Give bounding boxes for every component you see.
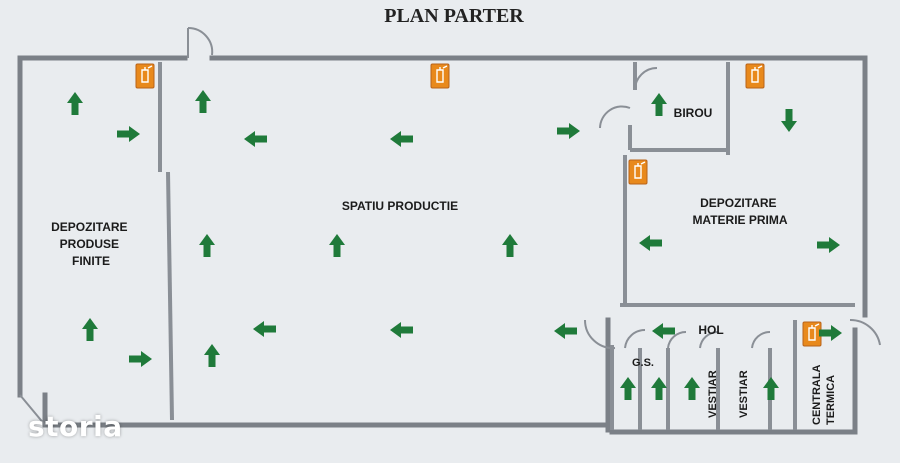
exit-arrow-icon (129, 351, 152, 367)
exit-arrow-icon (684, 377, 700, 400)
room-label-vestiar-1: VESTIAR (707, 370, 719, 418)
room-label-hol: HOL (698, 323, 723, 337)
exit-arrow-icon (390, 131, 413, 147)
exit-arrow-icon (819, 325, 842, 341)
interior-walls (158, 62, 881, 430)
room-label-gs: G.S. (632, 357, 654, 369)
exit-arrow-icon (82, 318, 98, 341)
fire-extinguisher-icon (135, 63, 155, 89)
exit-arrow-icon (117, 126, 140, 142)
fire-extinguisher-icon (802, 321, 822, 347)
exit-arrow-icon (199, 234, 215, 257)
fire-extinguisher-icon (430, 63, 450, 89)
exit-arrow-icon (781, 109, 797, 132)
room-label-depozitare-produse: DEPOZITARE PRODUSE FINITE (51, 220, 131, 268)
fire-extinguisher-icon (628, 159, 648, 185)
exit-arrow-icon (620, 377, 636, 400)
exit-arrow-icon (204, 344, 220, 367)
exit-arrow-icon (652, 323, 675, 339)
exit-arrow-icon (651, 377, 667, 400)
room-label-spatiu-productie: SPATIU PRODUCTIE (342, 199, 458, 213)
exit-arrow-icon (502, 234, 518, 257)
plan-title: PLAN PARTER (384, 5, 524, 27)
room-label-centrala: CENTRALA TERMICA (811, 362, 837, 425)
exit-arrow-icon (244, 131, 267, 147)
exit-arrow-icon (651, 93, 667, 116)
exit-arrow-icon (195, 90, 211, 113)
outer-walls (17, 55, 868, 435)
exit-arrow-icon (557, 123, 580, 139)
exit-arrow-icon (763, 377, 779, 400)
room-label-birou: BIROU (674, 106, 713, 120)
entrance-door (187, 26, 214, 58)
fire-extinguisher-icon (745, 63, 765, 89)
exit-arrow-icon (67, 92, 83, 115)
exit-arrow-icon (390, 322, 413, 338)
exit-arrow-icon (554, 323, 577, 339)
exit-arrow-icon (817, 237, 840, 253)
exit-arrow-icon (329, 234, 345, 257)
watermark-logo: storia (28, 410, 123, 443)
room-label-vestiar-2: VESTIAR (738, 370, 750, 418)
room-label-depozitare-materie: DEPOZITARE MATERIE PRIMA (692, 196, 787, 227)
exit-arrow-icon (639, 235, 662, 251)
exit-arrow-icon (253, 321, 276, 337)
exit-arrows (67, 90, 842, 400)
